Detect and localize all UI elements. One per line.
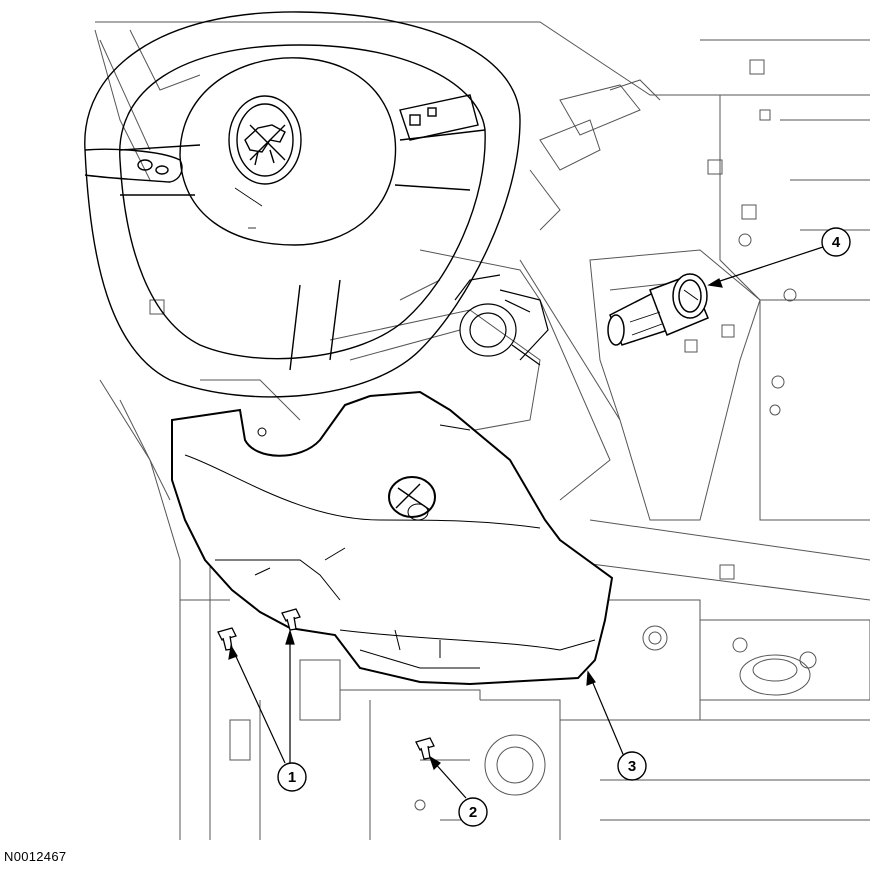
steering-column-lower-shroud [171,390,614,686]
figure-id-label: N0012467 [4,849,67,864]
callout-3: 3 [617,751,647,781]
background-linework [94,21,870,840]
steering-wheel [84,11,521,398]
callout-2: 2 [458,797,488,827]
fastener-left [217,627,237,651]
fastener-lower [415,737,435,760]
ignition-lock-cylinder [607,273,709,346]
callout-4-number: 4 [832,234,841,251]
callout-1-number: 1 [288,769,296,786]
fastener-middle [281,608,301,631]
callout-4: 4 [821,227,851,257]
callout-1: 1 [277,762,307,792]
leader-lines [228,245,827,799]
callout-3-number: 3 [628,758,636,775]
column-hub [454,274,549,366]
callout-2-number: 2 [469,804,477,821]
